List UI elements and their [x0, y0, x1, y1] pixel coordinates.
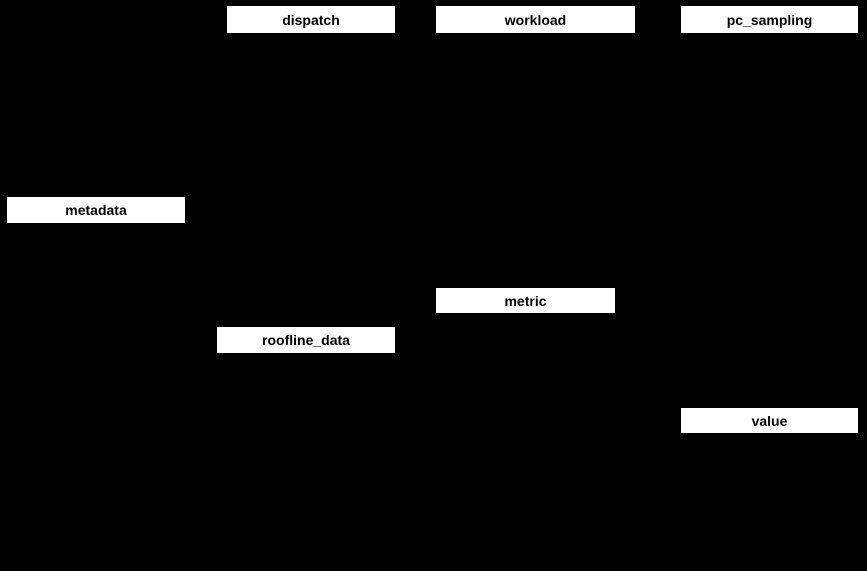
entity-header-roofline-data: roofline_data — [217, 327, 395, 353]
entity-header-metadata: metadata — [7, 197, 185, 223]
entity-header-metric: metric — [436, 288, 615, 313]
entity-header-dispatch: dispatch — [227, 6, 395, 33]
entity-header-workload: workload — [436, 6, 635, 33]
entity-header-pc-sampling: pc_sampling — [681, 6, 858, 33]
entity-header-value: value — [681, 408, 858, 433]
